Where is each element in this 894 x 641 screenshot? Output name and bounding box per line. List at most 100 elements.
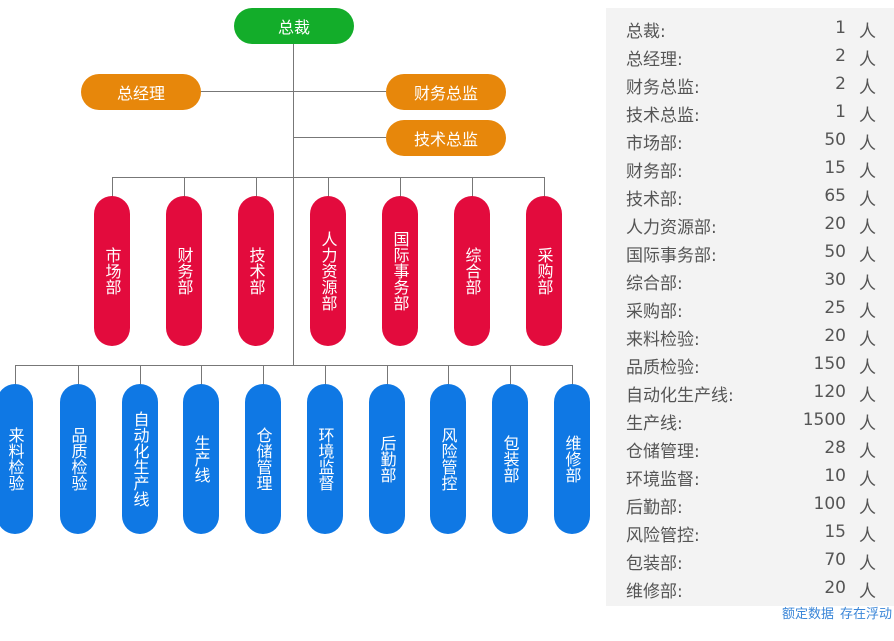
tech-director-label: 技术总监	[413, 130, 478, 149]
headcount-row: 总经理: 2 人	[606, 42, 894, 70]
tech-director-node[interactable]: 技术总监	[386, 120, 506, 156]
row-unit: 人	[859, 246, 876, 266]
prod-bus-line	[15, 365, 572, 366]
row-unit: 人	[859, 526, 876, 546]
row-count: 70	[824, 550, 846, 570]
headcount-row: 自动化生产线: 120 人	[606, 378, 894, 406]
row-unit: 人	[859, 358, 876, 378]
row-name: 后勤部:	[626, 498, 683, 518]
drop-line	[572, 365, 573, 385]
general-manager-label: 总经理	[116, 84, 165, 103]
drop-line	[472, 177, 473, 197]
footnote-floating: 存在浮动	[839, 607, 892, 622]
row-count: 120	[813, 382, 846, 402]
row-unit: 人	[859, 274, 876, 294]
row-name: 市场部:	[626, 134, 683, 154]
drop-line	[544, 177, 545, 197]
dept-label: 人力资源部	[318, 231, 338, 311]
headcount-row: 生产线: 1500 人	[606, 406, 894, 434]
row-unit: 人	[859, 554, 876, 574]
prod-label: 自动化生产线	[130, 411, 150, 507]
row-count: 65	[824, 186, 846, 206]
row-count: 1500	[802, 410, 846, 430]
prod-label: 维修部	[562, 435, 582, 483]
row-unit: 人	[859, 218, 876, 238]
headcount-row: 市场部: 50 人	[606, 126, 894, 154]
prod-node-environment[interactable]: 环境监督	[307, 384, 343, 534]
row-unit: 人	[859, 498, 876, 518]
prod-label: 后勤部	[377, 435, 397, 483]
row-name: 综合部:	[626, 274, 683, 294]
drop-line	[15, 365, 16, 385]
headcount-row: 财务部: 15 人	[606, 154, 894, 182]
dept-node-general[interactable]: 综合部	[454, 196, 490, 346]
prod-node-automated-line[interactable]: 自动化生产线	[122, 384, 158, 534]
drop-line	[448, 365, 449, 385]
dept-node-purchasing[interactable]: 采购部	[526, 196, 562, 346]
row-name: 人力资源部:	[626, 218, 717, 238]
drop-line	[78, 365, 79, 385]
prod-node-warehouse[interactable]: 仓储管理	[245, 384, 281, 534]
row-count: 50	[824, 242, 846, 262]
row-name: 采购部:	[626, 302, 683, 322]
row-name: 来料检验:	[626, 330, 700, 350]
headcount-row: 环境监督: 10 人	[606, 462, 894, 490]
trunk-line	[293, 40, 294, 365]
row-count: 28	[824, 438, 846, 458]
prod-node-risk-control[interactable]: 风险管控	[430, 384, 466, 534]
dept-node-finance[interactable]: 财务部	[166, 196, 202, 346]
prod-node-quality-inspection[interactable]: 品质检验	[60, 384, 96, 534]
prod-node-packaging[interactable]: 包装部	[492, 384, 528, 534]
headcount-row: 技术部: 65 人	[606, 182, 894, 210]
general-manager-node[interactable]: 总经理	[81, 74, 201, 110]
row-name: 财务总监:	[626, 78, 700, 98]
row-count: 100	[813, 494, 846, 514]
row-count: 30	[824, 270, 846, 290]
drop-line	[201, 365, 202, 385]
drop-line	[387, 365, 388, 385]
dept-label: 市场部	[102, 247, 122, 295]
row-count: 10	[824, 466, 846, 486]
row-count: 2	[835, 74, 846, 94]
drop-line	[328, 177, 329, 197]
row-unit: 人	[859, 106, 876, 126]
dept-node-international[interactable]: 国际事务部	[382, 196, 418, 346]
headcount-row: 总裁: 1 人	[606, 14, 894, 42]
dept-node-hr[interactable]: 人力资源部	[310, 196, 346, 346]
row-name: 环境监督:	[626, 470, 700, 490]
row-unit: 人	[859, 22, 876, 42]
prod-node-maintenance[interactable]: 维修部	[554, 384, 590, 534]
headcount-row: 采购部: 25 人	[606, 294, 894, 322]
finance-director-label: 财务总监	[413, 84, 478, 103]
row-unit: 人	[859, 414, 876, 434]
data-footnote: 额定数据存在浮动	[776, 603, 892, 622]
prod-label: 环境监督	[315, 427, 335, 491]
headcount-row: 仓储管理: 28 人	[606, 434, 894, 462]
row-count: 20	[824, 326, 846, 346]
row-name: 技术总监:	[626, 106, 700, 126]
row-count: 20	[824, 214, 846, 234]
dept-node-market[interactable]: 市场部	[94, 196, 130, 346]
headcount-row: 综合部: 30 人	[606, 266, 894, 294]
headcount-row: 品质检验: 150 人	[606, 350, 894, 378]
prod-node-incoming-inspection[interactable]: 来料检验	[0, 384, 33, 534]
drop-line	[325, 365, 326, 385]
row-unit: 人	[859, 78, 876, 98]
dept-node-tech[interactable]: 技术部	[238, 196, 274, 346]
row-count: 15	[824, 522, 846, 542]
row-count: 25	[824, 298, 846, 318]
manager-connector	[200, 91, 386, 92]
row-unit: 人	[859, 442, 876, 462]
row-name: 自动化生产线:	[626, 386, 734, 406]
row-name: 品质检验:	[626, 358, 700, 378]
prod-node-logistics[interactable]: 后勤部	[369, 384, 405, 534]
dept-label: 技术部	[246, 247, 266, 295]
finance-director-node[interactable]: 财务总监	[386, 74, 506, 110]
row-name: 包装部:	[626, 554, 683, 574]
prod-node-production-line[interactable]: 生产线	[183, 384, 219, 534]
headcount-row: 维修部: 20 人	[606, 574, 894, 602]
dept-label: 采购部	[534, 247, 554, 295]
president-node[interactable]: 总裁	[234, 8, 354, 44]
headcount-row: 国际事务部: 50 人	[606, 238, 894, 266]
row-name: 总经理:	[626, 50, 683, 70]
